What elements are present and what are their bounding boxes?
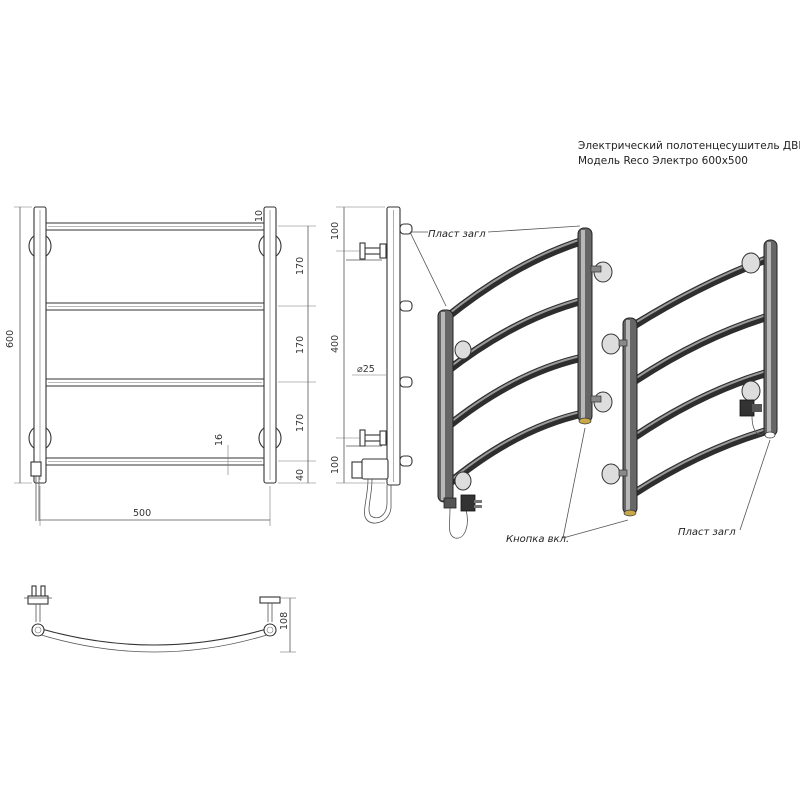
title-line-1: Электрический полотенцесушитель ДВИН: [578, 140, 800, 152]
dim-pipe-small: 16: [214, 434, 225, 446]
dim-width: 500: [39, 486, 271, 526]
iso1-wall-mounts: [454, 261, 613, 491]
dim-bottom: 40: [295, 469, 306, 481]
dim-spacing-1: 170: [295, 257, 306, 275]
side-power-plug: [351, 458, 392, 524]
iso-view-front: [437, 227, 613, 539]
dim-depth: 108: [279, 597, 296, 653]
top-bracket: [259, 596, 281, 622]
top-plug: [24, 585, 52, 622]
drawing-title: Электрический полотенцесушитель ДВИН Мод…: [578, 140, 800, 167]
side-dimensions: 100 400 100 ⌀25: [330, 206, 386, 484]
dim-spacing-3: 170: [295, 414, 306, 432]
side-view: 100 400 100 ⌀25: [330, 206, 413, 524]
dim-side-top: 100: [330, 222, 341, 240]
title-line-2: Модель Reco Электро 600x500: [578, 155, 748, 167]
front-vertical-pipes: [33, 206, 277, 484]
callouts: Пласт загл Кнопка вкл. Пласт загл: [409, 225, 771, 545]
callout-cap-top: Пласт загл: [428, 229, 486, 240]
side-wall-brackets: [346, 242, 388, 447]
front-power-cord: [30, 461, 42, 521]
iso2-wall-mounts: [601, 252, 761, 485]
callout-button: Кнопка вкл.: [506, 534, 569, 545]
iso2-vertical-pipes: [622, 239, 778, 517]
dim-depth-label: 108: [279, 612, 290, 630]
iso2-rungs: [626, 254, 774, 500]
iso-view-back: [601, 239, 778, 517]
dim-rung-spacing: 170 170 170 40 10 16: [214, 210, 316, 484]
front-view: 600 500 170 170 170 40 10 16: [5, 206, 316, 526]
dim-top-gap: 10: [254, 210, 265, 222]
iso1-rungs: [442, 236, 589, 490]
dim-side-diameter: ⌀25: [357, 364, 375, 375]
top-view: 108: [24, 585, 296, 653]
dim-side-bottom: 100: [330, 456, 341, 474]
side-rung-stubs: [399, 223, 413, 467]
dim-width-label: 500: [133, 508, 151, 519]
dim-side-mount: 400: [330, 335, 341, 353]
dim-height: 600: [5, 206, 32, 484]
dim-height-label: 600: [5, 330, 16, 348]
front-rungs: [43, 222, 267, 466]
dim-spacing-2: 170: [295, 336, 306, 354]
iso1-power-plug: [443, 494, 482, 539]
callout-cap-right: Пласт загл: [678, 527, 736, 538]
iso1-vertical-pipes: [437, 227, 593, 503]
front-wall-mounts: [28, 233, 282, 451]
iso2-power-plug: [739, 399, 767, 435]
